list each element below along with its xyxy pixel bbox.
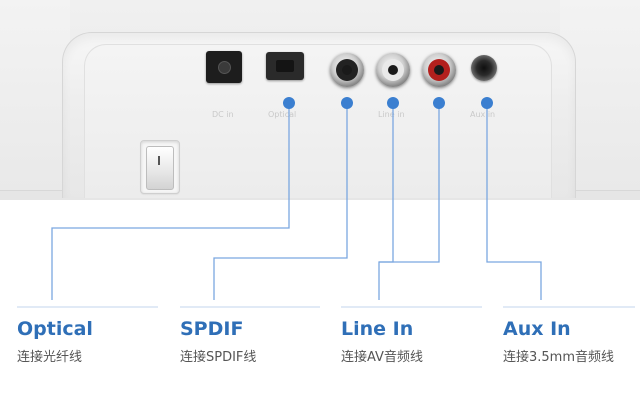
connection-card-aux-in: Aux In 连接3.5mm音频线 [503,318,640,366]
connection-subtitle: 连接光纤线 [17,350,83,365]
callout-line-aux [486,103,542,300]
connection-card-spdif: SPDIF 连接SPDIF线 [180,318,340,366]
port-label-line-in: Line in [378,110,405,119]
callout-line-line-in-right [379,103,440,263]
power-switch [146,146,174,190]
connection-title: Line In [341,318,414,340]
rca-port-red [422,53,456,87]
callout-dot-aux [481,97,493,109]
rca-port-white [376,53,410,87]
dc-power-port [206,51,242,83]
callout-dot-spdif [341,97,353,109]
connection-title: Optical [17,318,93,340]
optical-port [266,52,304,80]
connection-subtitle: 连接3.5mm音频线 [503,350,615,365]
callout-dot-line-in-left [387,97,399,109]
connection-card-line-in: Line In 连接AV音频线 [341,318,501,366]
callout-line-optical [51,103,290,300]
port-label-optical: Optical [268,110,297,119]
device-left-side [0,0,70,191]
callout-line-spdif [213,103,348,300]
connection-subtitle: 连接SPDIF线 [180,350,257,365]
connection-title: SPDIF [180,318,244,340]
callout-dot-line-in-right [433,97,445,109]
connection-subtitle: 连接AV音频线 [341,350,423,365]
port-label-aux: Aux in [470,110,496,119]
port-label-dc: DC in [212,110,234,119]
callout-line-line-in-left [378,103,394,300]
aux-jack-port [471,55,497,81]
connection-title: Aux In [503,318,571,340]
callout-dot-optical [283,97,295,109]
connection-card-optical: Optical 连接光纤线 [17,318,177,366]
rca-port-black [330,53,364,87]
